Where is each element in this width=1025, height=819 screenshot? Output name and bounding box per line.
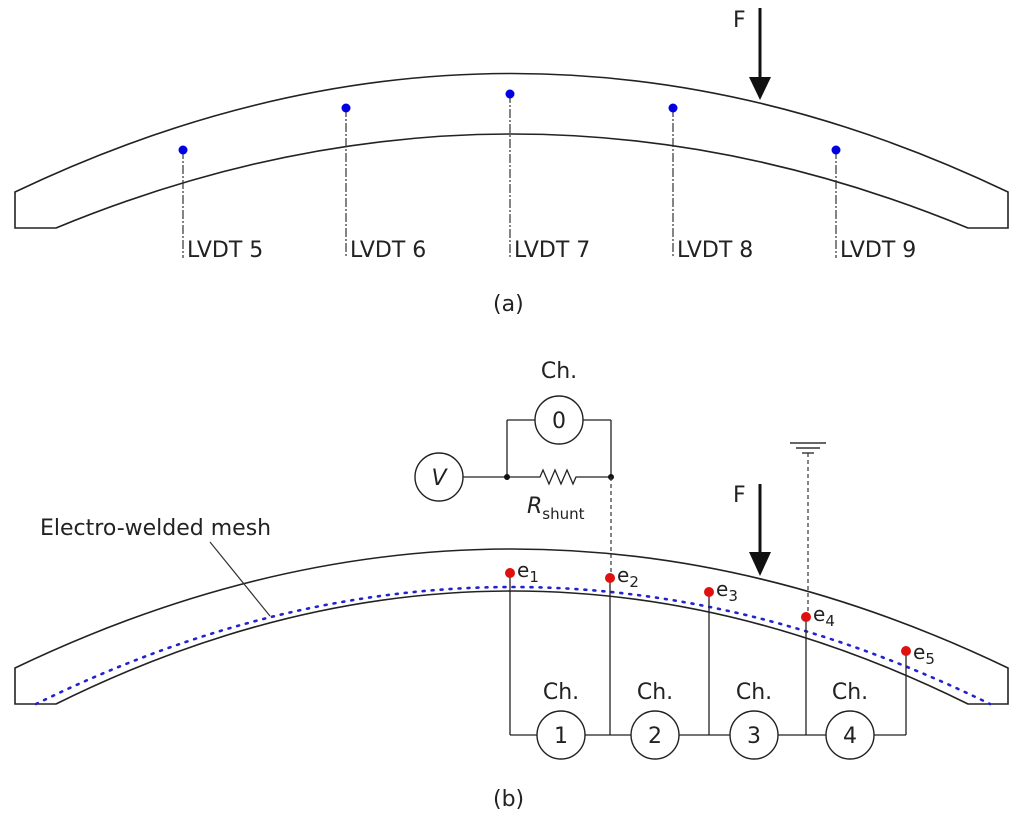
channel-1-number: 1	[554, 724, 568, 749]
lvdt-5-point	[178, 145, 188, 155]
lvdt-8-point	[668, 103, 678, 113]
resistor-label: Rshunt	[527, 494, 585, 523]
lvdt-7-point	[505, 89, 515, 99]
channel-2-circle	[630, 710, 680, 760]
ground-symbol	[790, 442, 826, 454]
channel-3: 3 Ch.	[729, 680, 779, 760]
resistor-subscript: shunt	[542, 505, 584, 523]
lvdt-7: LVDT 7	[505, 89, 590, 263]
lvdt-8: LVDT 8	[668, 103, 753, 263]
electrode-3-label: e3	[716, 577, 738, 605]
electrode-3: e3	[704, 577, 738, 605]
channel-0-prefix: Ch.	[541, 359, 577, 384]
channel-2-prefix: Ch.	[637, 680, 673, 705]
electrode-1-point	[505, 568, 515, 578]
lvdt-5: LVDT 5	[178, 145, 263, 263]
lvdt-6: LVDT 6	[341, 103, 426, 263]
beam-a-outline	[14, 72, 1009, 229]
electrode-5-point	[901, 646, 911, 656]
mesh-label: Electro-welded mesh	[40, 516, 271, 541]
shunt-resistor	[507, 468, 611, 486]
electrode-4-point	[801, 612, 811, 622]
lvdt-6-label: LVDT 6	[350, 238, 426, 263]
electrode-2-point	[605, 573, 615, 583]
lvdt-6-point	[341, 103, 351, 113]
channel-1: 1 Ch.	[536, 680, 586, 760]
channel-2-number: 2	[648, 724, 662, 749]
electrode-4-label: e4	[813, 602, 835, 630]
channel-0-circle	[534, 395, 584, 445]
electrode-3-point	[704, 587, 714, 597]
channel-4-number: 4	[843, 724, 857, 749]
voltage-label: V	[431, 466, 448, 491]
caption-a: (a)	[493, 292, 524, 317]
electrode-wiring	[509, 573, 907, 736]
channel-0-number: 0	[552, 409, 566, 434]
channel-3-number: 3	[747, 724, 761, 749]
resistor-letter: R	[527, 494, 542, 519]
force-arrow-b: F	[733, 483, 771, 576]
panel-a: F LVDT 5 LVDT 6 LVDT 7 LVDT 8	[14, 8, 1009, 317]
channel-4: 4 Ch.	[825, 680, 875, 760]
channel-4-circle	[825, 710, 875, 760]
electrode-5-label: e5	[913, 640, 935, 668]
electrode-2-label: e2	[617, 563, 639, 591]
electrode-1: e1	[505, 558, 539, 586]
electro-welded-mesh	[34, 585, 992, 706]
electrode-2: e2	[605, 563, 639, 591]
lvdt-9: LVDT 9	[831, 145, 916, 263]
lvdt-9-label: LVDT 9	[840, 238, 916, 263]
electrode-1-label: e1	[517, 558, 539, 586]
channel-4-prefix: Ch.	[832, 680, 868, 705]
panel-b: Electro-welded mesh F V 0 Ch.	[14, 359, 1009, 812]
mesh-leader-line	[209, 541, 271, 617]
channel-3-prefix: Ch.	[736, 680, 772, 705]
channel-1-circle	[536, 710, 586, 760]
shunt-circuit: V 0 Ch. Rshunt	[414, 359, 614, 572]
lvdt-8-label: LVDT 8	[677, 238, 753, 263]
electrode-5: e5	[901, 640, 935, 668]
caption-b: (b)	[493, 787, 524, 812]
channel-1-prefix: Ch.	[543, 680, 579, 705]
force-arrow-a: F	[733, 8, 771, 100]
channel-2: 2 Ch.	[630, 680, 680, 760]
force-label-a: F	[733, 8, 746, 33]
force-label-b: F	[733, 483, 746, 508]
channel-3-circle	[729, 710, 779, 760]
lvdt-5-label: LVDT 5	[187, 238, 263, 263]
lvdt-9-point	[831, 145, 841, 155]
lvdt-7-label: LVDT 7	[514, 238, 590, 263]
electrode-4: e4	[801, 602, 835, 630]
